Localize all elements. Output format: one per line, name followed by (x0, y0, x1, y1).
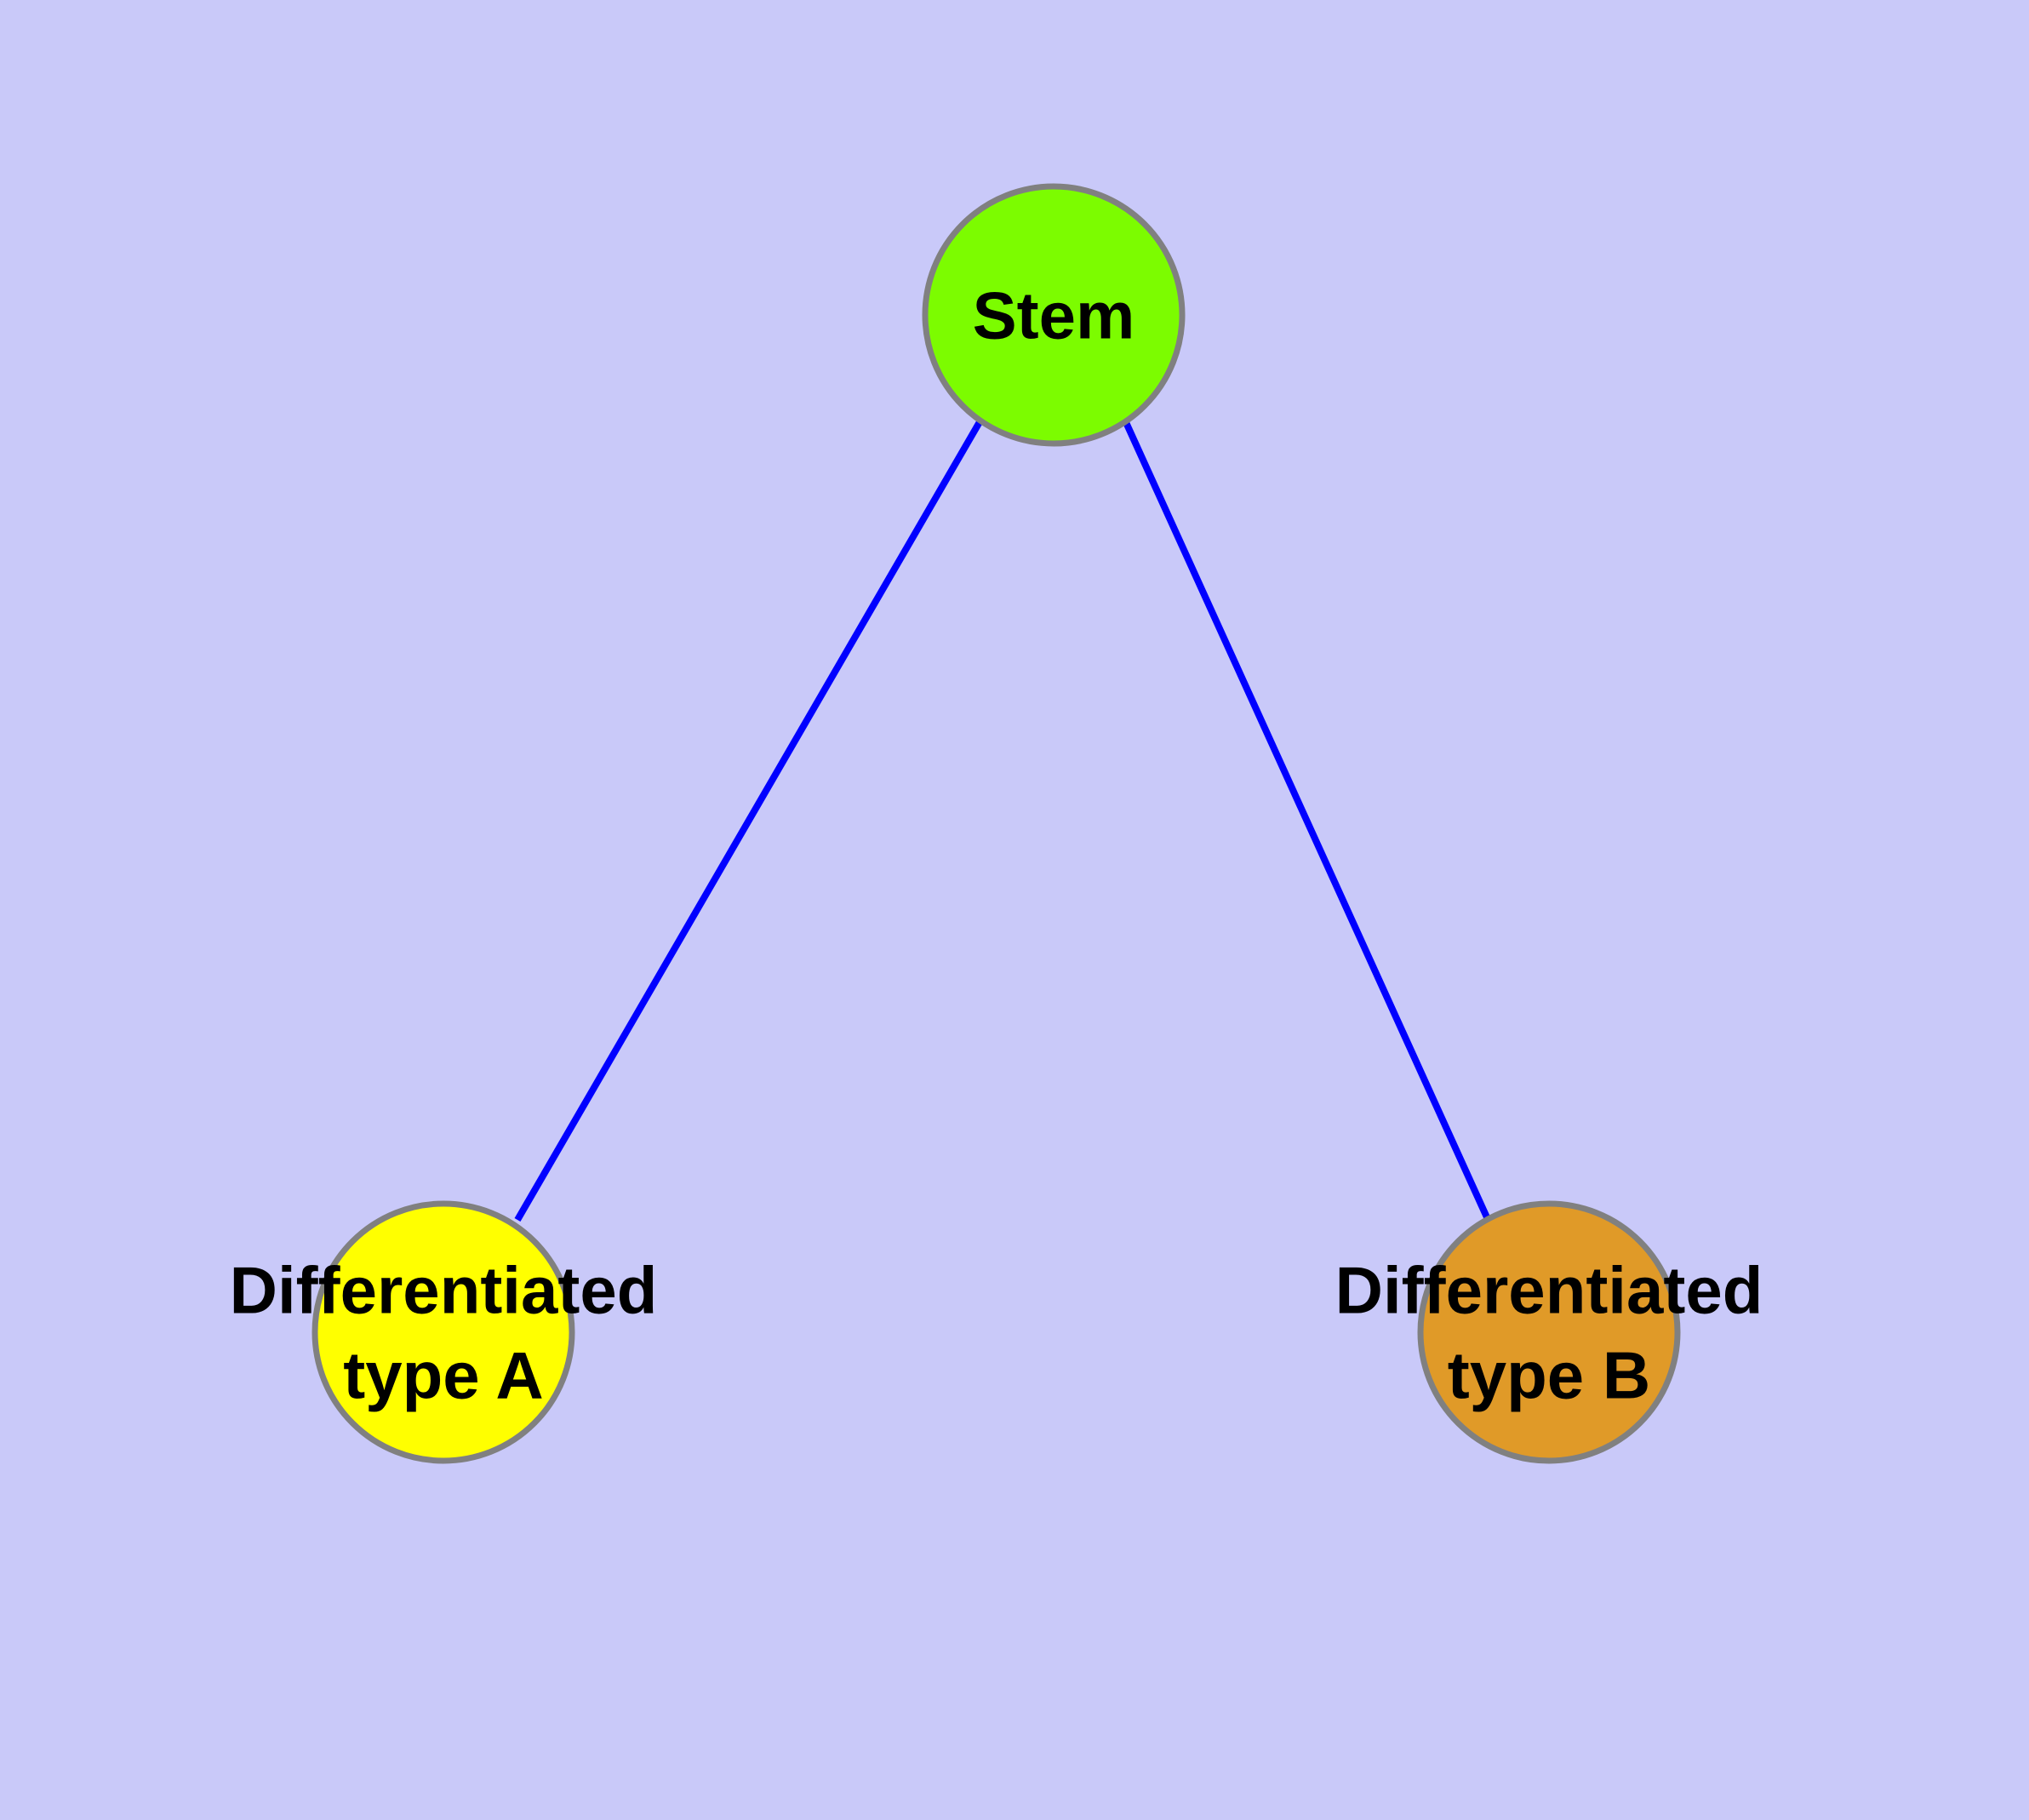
node-differentiated-type-b-label-line-1: Differentiated (1335, 1252, 1763, 1327)
nodes-layer (311, 183, 1681, 1464)
edge-stem-to-type-b[interactable] (1122, 419, 1490, 1219)
node-differentiated-type-a-label-line-1: Differentiated (230, 1252, 658, 1327)
node-differentiated-type-a-label-line-2: type A (343, 1337, 544, 1412)
node-stem-label-line-1: Stem (973, 278, 1135, 352)
node-stem[interactable] (922, 183, 1186, 447)
node-differentiated-type-b-label: Differentiated type B (1335, 1252, 1763, 1412)
node-differentiated-type-b-label-line-2: type B (1448, 1337, 1650, 1412)
node-differentiated-type-a-label: Differentiated type A (230, 1252, 658, 1412)
edge-stem-to-type-a[interactable] (514, 418, 984, 1222)
edges-layer (514, 418, 1490, 1222)
node-stem-label: Stem (973, 278, 1135, 352)
node-differentiated-type-b[interactable] (1417, 1200, 1681, 1464)
node-differentiated-type-a[interactable] (311, 1200, 575, 1464)
